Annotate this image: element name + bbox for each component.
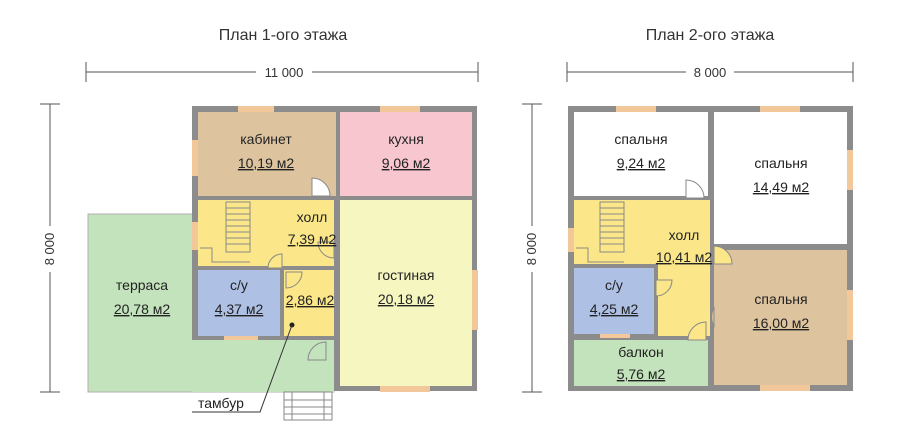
floor1-cabinet-area: 10,19 м2 [238, 155, 295, 171]
floor2-bedroom1-area: 9,24 м2 [617, 155, 666, 171]
floor1-windows [192, 106, 478, 392]
floor1-hall-name: холл [297, 209, 328, 225]
floor2-bedroom2-name: спальня [754, 155, 807, 171]
floor2-bath-room [574, 268, 654, 334]
floor1-terrace-name: терраса [116, 277, 168, 293]
floor2-bedroom3-area: 16,00 м2 [753, 315, 810, 331]
floor2-staircase [576, 201, 625, 263]
floor2-height-dimension: 8 000 [522, 103, 542, 393]
floor1-height-label: 8 000 [42, 233, 57, 266]
floor1-title: План 1-ого этажа [219, 27, 348, 44]
floor1-doors [267, 177, 335, 361]
floor2-balcony-name: балкон [618, 344, 663, 360]
floor1-bath-area: 4,37 м2 [215, 301, 264, 317]
floor1-staircase [200, 201, 251, 263]
floor2-doors [655, 179, 733, 341]
floor1-kitchen-area: 9,06 м2 [382, 155, 431, 171]
floor1-terrace-inner [192, 340, 334, 392]
floor2-bedroom2-room [714, 112, 847, 244]
floor2-bedroom2-area: 14,49 м2 [753, 179, 810, 195]
floor2-windows [568, 106, 853, 391]
floor2-hall-room [574, 200, 710, 264]
floor2-bedroom3-name: спальня [754, 291, 807, 307]
floor1-vestibule-area: 2,86 м2 [286, 292, 335, 308]
floor1-width-dimension: 11 000 [85, 62, 479, 82]
floor2-title: План 2-ого этажа [646, 27, 775, 44]
floor1-callout-label: тамбур [198, 395, 244, 411]
floor1-entrance-steps [283, 391, 333, 421]
floor1-width-label: 11 000 [265, 65, 304, 80]
floor2-width-dimension: 8 000 [566, 62, 854, 82]
floor1-hall-area: 7,39 м2 [288, 231, 337, 247]
floor1-living-room [340, 200, 472, 386]
floor1-kitchen-room [340, 112, 472, 196]
floor2-bedroom3-room [714, 250, 847, 385]
floor2-plan: План 2-ого этажа 8 000 8 000 [522, 27, 854, 393]
floor2-bath-name: с/у [605, 277, 623, 293]
floor1-bath-name: с/у [230, 277, 248, 293]
floor2-bedroom1-name: спальня [614, 131, 667, 147]
floor1-cabinet-name: кабинет [240, 131, 292, 147]
floor1-living-area: 20,18 м2 [378, 291, 435, 307]
floor1-height-dimension: 8 000 [40, 103, 60, 393]
floor1-terrace-area-label: 20,78 м2 [114, 301, 171, 317]
floor1-living-name: гостиная [378, 267, 435, 283]
floor2-balcony-room [574, 340, 708, 386]
floor2-hall-name: холл [669, 227, 700, 243]
floor2-balcony-area: 5,76 м2 [617, 366, 666, 382]
floor1-kitchen-name: кухня [388, 131, 424, 147]
floor2-width-label: 8 000 [694, 65, 727, 80]
floor1-bath-room [198, 270, 280, 336]
floor2-height-label: 8 000 [524, 233, 539, 266]
floor1-vestibule-callout: тамбур [192, 322, 295, 413]
floor2-hall-area: 10,41 м2 [656, 249, 713, 265]
floor1-plan: План 1-ого этажа 11 000 8 000 [40, 27, 479, 421]
floor2-bath-area: 4,25 м2 [590, 301, 639, 317]
